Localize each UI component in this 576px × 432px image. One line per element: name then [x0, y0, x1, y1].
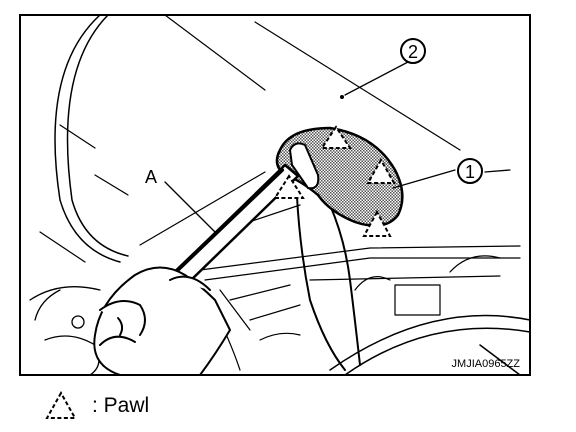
windshield-lines: [39, 15, 461, 263]
pawl-triangle-icon: [362, 209, 392, 237]
pawl-triangle-icon: [273, 174, 305, 199]
legend: : Pawl: [44, 386, 149, 426]
pawl-triangle-icon: [320, 125, 352, 149]
label-a: A: [145, 167, 157, 187]
hand: [93, 266, 231, 375]
figure-code: JMJIA0965ZZ: [452, 358, 521, 370]
callout-2: 2: [400, 38, 426, 64]
pawl-triangle-icon: [45, 391, 77, 419]
steering-wheel: [329, 314, 530, 375]
svg-text:1: 1: [465, 162, 475, 182]
clip-slot: [289, 142, 320, 190]
pawl-markers: [273, 125, 396, 237]
leader-lines: [164, 61, 511, 233]
pawl-triangle-icon: [366, 157, 396, 184]
svg-text:2: 2: [408, 42, 418, 62]
legend-label: : Pawl: [92, 394, 150, 417]
callout-1: 1: [457, 158, 483, 184]
a-pillar: [54, 15, 129, 263]
pillar-trim: [296, 196, 361, 371]
